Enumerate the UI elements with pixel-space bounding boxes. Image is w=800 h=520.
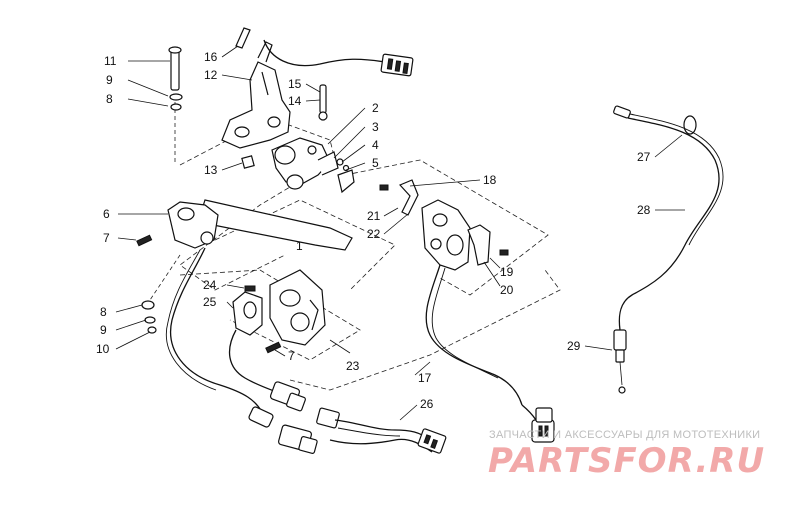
bracket-20 [467, 224, 491, 266]
screw-21 [379, 184, 389, 191]
callout-26: 26 [420, 397, 434, 411]
wire-switch-6 [170, 247, 263, 413]
callout-24: 24 [203, 278, 217, 292]
clip-16 [235, 27, 251, 49]
washer-8-top [170, 103, 182, 111]
watermark-tagline: ЗАПЧАСТИ И АКСЕССУАРЫ ДЛЯ МОТОТЕХНИКИ [489, 429, 760, 441]
clip-21-22 [398, 179, 419, 216]
outline-mount [214, 199, 396, 291]
callout-19: 19 [500, 265, 514, 279]
sensor-29 [613, 329, 627, 394]
callout-16: 16 [204, 50, 218, 64]
connector-d [316, 407, 340, 429]
callout-13: 13 [204, 163, 218, 177]
callout-15: 15 [288, 77, 302, 91]
shaft-1 [197, 199, 353, 251]
callout-3: 3 [372, 120, 379, 134]
callout-11: 11 [104, 54, 117, 68]
cover-18 [421, 199, 471, 271]
stator-23 [269, 269, 326, 346]
screw-19 [499, 249, 509, 256]
callout-5: 5 [372, 156, 379, 170]
outline-lower [149, 254, 181, 301]
callout-27: 27 [637, 150, 651, 164]
callout-labels: 1 2 3 4 5 6 7 7 8 8 9 9 10 11 12 13 14 1… [96, 50, 651, 411]
outline-stator [179, 269, 361, 361]
cable-15 [263, 39, 386, 67]
lower-washers [141, 300, 157, 334]
callout-9-lower: 9 [100, 323, 107, 337]
callout-17: 17 [418, 371, 432, 385]
bracket-12 [221, 41, 291, 149]
screw-7-lower [265, 341, 282, 354]
harness-26 [329, 419, 447, 454]
screw-24 [244, 285, 256, 292]
callout-18: 18 [483, 173, 497, 187]
outline-cover [344, 159, 549, 296]
callout-21: 21 [367, 209, 381, 223]
callout-29: 29 [567, 339, 581, 353]
callout-23: 23 [346, 359, 360, 373]
small-parts-3-5 [336, 158, 355, 194]
connector-b [248, 406, 274, 428]
switch-body-6 [167, 201, 219, 249]
callout-20: 20 [500, 283, 514, 297]
callout-12: 12 [204, 68, 218, 82]
callout-6: 6 [103, 207, 110, 221]
connector-c [277, 424, 318, 454]
switch-housing-2 [271, 137, 339, 190]
callout-10: 10 [96, 342, 110, 356]
callout-28: 28 [637, 203, 651, 217]
connector-17 [531, 407, 555, 443]
watermark: ЗАПЧАСТИ И АКСЕССУАРЫ ДЛЯ МОТОТЕХНИКИ PA… [488, 429, 765, 481]
callout-25: 25 [203, 295, 217, 309]
callout-14: 14 [288, 94, 302, 108]
callout-8-upper: 8 [106, 92, 113, 106]
cable-28b [629, 113, 724, 246]
watermark-logo: PARTSFOR.RU [488, 441, 765, 481]
harness-17b [431, 267, 499, 379]
harness-17 [425, 264, 523, 406]
block-13 [241, 155, 255, 169]
callout-8-lower: 8 [100, 305, 107, 319]
callout-7-lower: 7 [288, 349, 295, 363]
switch-block-25 [232, 291, 263, 336]
washer-9-top [169, 93, 183, 101]
lever-14 [318, 84, 328, 121]
wire-switch-6b [166, 249, 217, 391]
connector-a [269, 381, 306, 412]
cable-28 [618, 117, 720, 331]
callout-4: 4 [372, 138, 379, 152]
callout-2: 2 [372, 101, 379, 115]
harness-17c [521, 404, 537, 421]
callout-7-upper: 7 [103, 231, 110, 245]
screw-7-left [136, 234, 153, 247]
connector-top [380, 53, 414, 77]
callout-9-upper: 9 [106, 73, 113, 87]
leader-lines [115, 45, 685, 421]
outline-harness [289, 269, 561, 391]
callout-1: 1 [296, 239, 303, 253]
callout-22: 22 [367, 227, 381, 241]
pin-11 [168, 46, 182, 91]
